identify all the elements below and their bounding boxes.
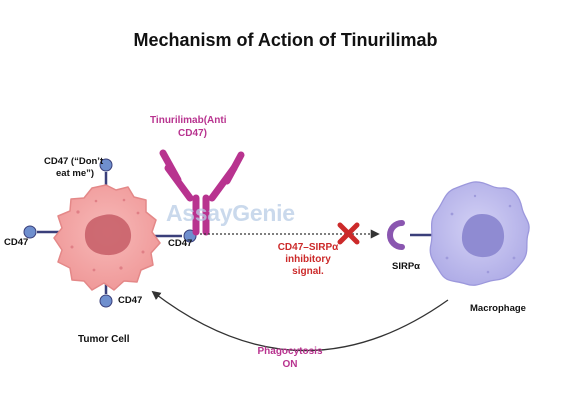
cd47-bottom-label: CD47	[118, 295, 143, 306]
blocked-x-icon	[337, 222, 360, 245]
tumor-granules	[70, 198, 145, 272]
cd47-top-label-line1: CD47 (“Don’t	[44, 156, 104, 167]
receptor-bottom-head	[99, 294, 113, 308]
diagram-title: Mechanism of Action of Tinurilimab	[133, 30, 438, 50]
phagocytosis-arrow	[151, 290, 449, 352]
phagocytosis-label-line2: ON	[282, 359, 298, 370]
macrophage-label: Macrophage	[470, 303, 526, 314]
inhibitory-label-line2: inhibitory	[285, 254, 331, 265]
phagocytosis-label-line1: Phagocytosis	[257, 346, 323, 357]
tumor-cell-label: Tumor Cell	[78, 334, 130, 345]
sirpa-receptor-icon	[387, 220, 437, 250]
macrophage-nucleus	[461, 214, 505, 258]
drug-label-line1: Tinurilimab(Anti	[150, 115, 227, 126]
cd47-left-label: CD47	[4, 237, 29, 248]
cd47-top-label-line2: eat me”)	[56, 168, 95, 179]
drug-label-line2: CD47)	[178, 128, 207, 139]
receptor-left-head	[23, 225, 37, 239]
macrophage-cell	[429, 181, 530, 286]
inhibitory-label-line3: signal.	[292, 266, 324, 277]
receptor-top-head	[99, 158, 113, 172]
sirpa-label: SIRPα	[392, 261, 421, 272]
watermark-logo: AssayGenie	[166, 200, 295, 226]
macrophage-granules	[445, 194, 516, 274]
antibody-icon	[159, 149, 245, 236]
tumor-nucleus	[84, 214, 132, 256]
tumor-cell	[53, 184, 161, 291]
inhibitory-label-line1: CD47–SIRPα	[277, 242, 339, 253]
cd47-right-label: CD47	[168, 238, 193, 249]
